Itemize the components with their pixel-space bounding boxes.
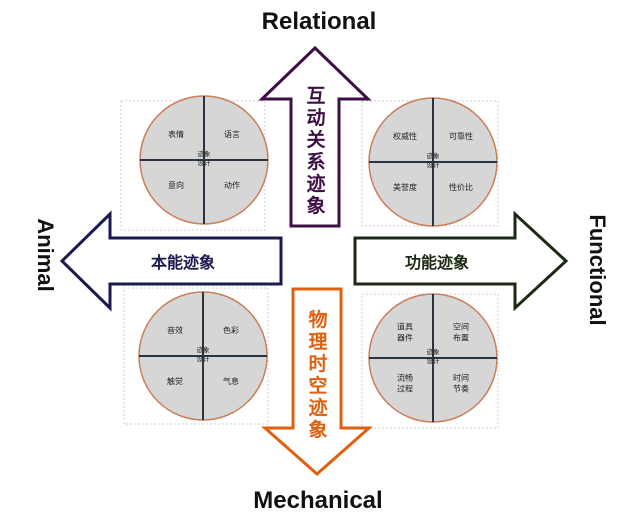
center-label: 设计: [427, 160, 441, 169]
axis-label-functional: Functional: [585, 214, 610, 325]
quadrant-cell-label: 意向: [168, 180, 184, 190]
axis-label-relational: Relational: [262, 8, 377, 35]
arrow-label-char: 迹: [308, 396, 327, 419]
arrow-label-char: 象: [308, 418, 327, 441]
quadrant-frame: [123, 287, 269, 425]
arrow-label-char: 象: [306, 194, 325, 217]
quadrant-cell-label: 道具: [397, 322, 413, 332]
axis-label-mechanical: Mechanical: [253, 487, 382, 514]
quadrant-cell-label: 过程: [397, 384, 413, 394]
center-label: 迹象: [427, 151, 441, 160]
arrow-up-relational: [258, 45, 372, 228]
arrow-right-functional: [353, 210, 569, 312]
arrow-left-label: 本能迹象: [151, 253, 215, 272]
arrow-label-char: 动: [306, 107, 325, 129]
quadrant-cell-label: 语言: [224, 129, 240, 139]
quadrant-cell-label: 性价比: [449, 182, 473, 192]
arrow-label-char: 互: [306, 85, 325, 107]
arrow-label-char: 空: [308, 374, 327, 397]
arrow-label-char: 理: [308, 331, 327, 353]
quadrant-cell-label: 可靠性: [449, 131, 473, 141]
arrow-label-char: 系: [306, 151, 325, 173]
arrow-left-animal: [59, 210, 283, 312]
quadrant-cell-label: 音效: [167, 325, 183, 335]
center-label: 设计: [197, 354, 211, 363]
center-label: 迹象: [427, 347, 441, 356]
quadrant-cell-label: 器件: [397, 333, 413, 343]
quadrant-cell-label: 流畅: [397, 373, 413, 383]
center-label: 迹象: [198, 149, 212, 158]
quadrant-cell-label: 气息: [223, 376, 239, 386]
center-label: 设计: [198, 158, 212, 167]
quadrant-cell-label: 色彩: [223, 325, 239, 335]
axis-label-animal: Animal: [33, 218, 58, 291]
arrow-label-char: 时: [308, 353, 327, 375]
quadrant-cell-label: 节奏: [453, 384, 469, 394]
arrow-label-char: 关: [306, 128, 325, 151]
quadrant-cell-label: 时间: [453, 373, 469, 383]
quadrant-cell-label: 表情: [168, 129, 184, 139]
quadrant-cell-label: 布置: [453, 333, 469, 343]
arrow-label-char: 物: [308, 308, 327, 331]
quadrant-cell-label: 美誉度: [393, 182, 417, 192]
arrow-label-char: 迹: [306, 172, 325, 195]
arrow-right-label: 功能迹象: [405, 253, 469, 272]
center-label: 设计: [427, 356, 441, 365]
quadrant-cell-label: 权威性: [393, 131, 417, 141]
quadrant-cell-label: 空间: [453, 322, 469, 332]
center-label: 迹象: [197, 345, 211, 354]
quadrant-cell-label: 动作: [224, 180, 240, 190]
arrow-down-mechanical: [261, 287, 373, 477]
quadrant-cell-label: 触觉: [167, 376, 183, 386]
